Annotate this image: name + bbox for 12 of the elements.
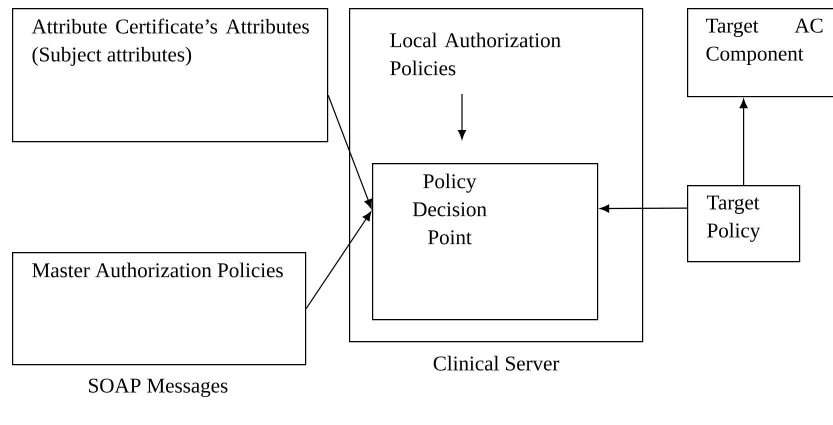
input-box: Attribute Certificate’s Attributes (Subject attributes): [12, 8, 328, 142]
policy-text: Local Authorization Policies: [390, 32, 561, 76]
arrow: [328, 95, 372, 209]
policy-box: Target Policy: [687, 185, 800, 262]
node-label: Clinical Server: [434, 356, 560, 371]
arrow: [306, 211, 372, 309]
arrow: [600, 204, 687, 213]
input-box: Master Authorization Policies: [12, 252, 306, 366]
process-box: Policy Decision Point: [372, 163, 598, 320]
arrow: [458, 94, 466, 140]
arrow: [740, 98, 748, 185]
target-box: Target AC Component: [687, 8, 833, 98]
